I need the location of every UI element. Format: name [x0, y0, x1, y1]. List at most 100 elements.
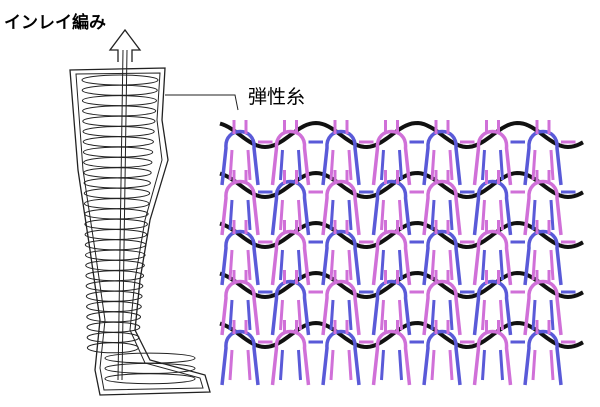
knit-loop [422, 179, 462, 236]
loop-stem [535, 170, 551, 184]
knit-loop-leg [531, 149, 555, 181]
loop-stem [232, 270, 248, 284]
stocking-leg-illustration [69, 28, 239, 396]
knit-loop [321, 279, 361, 336]
knit-loop [472, 129, 513, 186]
inlay-knitting-label: インレイ編み [4, 13, 106, 33]
knit-loop-leg [329, 299, 353, 331]
loop-stem [384, 120, 399, 134]
spiral-coil [82, 105, 157, 117]
spiral-coil [81, 84, 158, 96]
knit-loop-leg [481, 149, 504, 181]
inlay-yarn-line [117, 49, 124, 381]
knit-loop-leg [481, 299, 504, 331]
knit-loop [422, 329, 462, 386]
loop-stem [232, 170, 248, 184]
knit-loop-leg [380, 349, 403, 381]
loop-stem [333, 270, 349, 284]
knit-loop [371, 129, 412, 186]
loop-stem [333, 220, 349, 234]
knit-loop-leg [228, 149, 252, 181]
leg-outline [69, 67, 211, 396]
knit-loop-leg [279, 199, 302, 231]
knit-loop [523, 129, 563, 186]
knit-loop [270, 279, 311, 336]
loop-stem [232, 220, 248, 234]
inlay-spiral [81, 74, 196, 385]
knit-loop [422, 279, 462, 336]
knit-loop-leg [531, 349, 555, 381]
knit-loop [220, 329, 260, 386]
spiral-coil [86, 342, 139, 354]
knit-loop [270, 129, 311, 186]
knit-loop [371, 329, 412, 386]
knit-loop [371, 179, 412, 236]
loop-stem [384, 270, 399, 284]
loop-stem [434, 270, 450, 284]
knit-loop-leg [531, 199, 555, 231]
loop-stem [434, 220, 450, 234]
elastic-yarn-label: 弾性糸 [248, 86, 306, 108]
knit-loop [371, 229, 412, 286]
knit-loop-leg [279, 299, 302, 331]
spiral-coil [84, 218, 148, 230]
knit-loop [321, 129, 361, 186]
knit-loop-leg [531, 299, 555, 331]
spiral-coil [81, 95, 157, 107]
knit-structure [219, 120, 584, 386]
loop-stem [434, 320, 450, 334]
spiral-coil [82, 126, 155, 137]
loop-stem [283, 320, 298, 334]
inlay-yarn-line-2 [121, 49, 128, 381]
knit-loop-leg [279, 249, 302, 281]
loop-stem [485, 320, 500, 334]
loop-stem [283, 170, 298, 184]
spiral-coil [82, 115, 156, 127]
knit-loop-leg [329, 199, 353, 231]
knit-loop [523, 179, 563, 236]
seam-line [165, 94, 239, 111]
loop-stem [384, 320, 399, 334]
spiral-coil [85, 259, 145, 271]
loop-stem [535, 320, 551, 334]
knit-loop [270, 179, 311, 236]
loop-stem [434, 120, 450, 134]
knit-loop [523, 329, 563, 386]
loop-stem [535, 270, 551, 284]
knit-loop [270, 229, 311, 286]
knit-loop [523, 229, 563, 286]
knit-loop-leg [430, 299, 454, 331]
knit-loop [422, 129, 462, 186]
loop-stem [232, 320, 248, 334]
knit-loop [523, 279, 563, 336]
knit-loop [220, 179, 260, 236]
loop-stem [333, 320, 349, 334]
knit-loop-leg [481, 249, 504, 281]
knit-loop [220, 129, 260, 186]
knit-loop-leg [531, 249, 555, 281]
knit-loop [422, 229, 462, 286]
loop-stem [535, 120, 551, 134]
knit-loop [270, 329, 311, 386]
loop-stem [333, 170, 349, 184]
knit-loop-leg [481, 349, 504, 381]
knit-loop [472, 279, 513, 336]
knit-loop [321, 179, 361, 236]
spiral-coil [85, 249, 146, 261]
spiral-coil [83, 187, 151, 199]
elastic-yarn-wave [219, 120, 584, 150]
spiral-coil [86, 321, 141, 333]
knit-loop-leg [380, 299, 403, 331]
knit-loop-leg [228, 349, 252, 381]
loop-stem [232, 120, 248, 134]
spiral-coil [85, 270, 145, 282]
loop-stem [384, 170, 399, 184]
knit-loop-leg [430, 149, 454, 181]
spiral-coil [82, 136, 154, 148]
knit-loop-leg [380, 199, 403, 231]
spiral-coil [83, 177, 151, 189]
loop-stem [535, 220, 551, 234]
knit-loop-leg [380, 249, 403, 281]
